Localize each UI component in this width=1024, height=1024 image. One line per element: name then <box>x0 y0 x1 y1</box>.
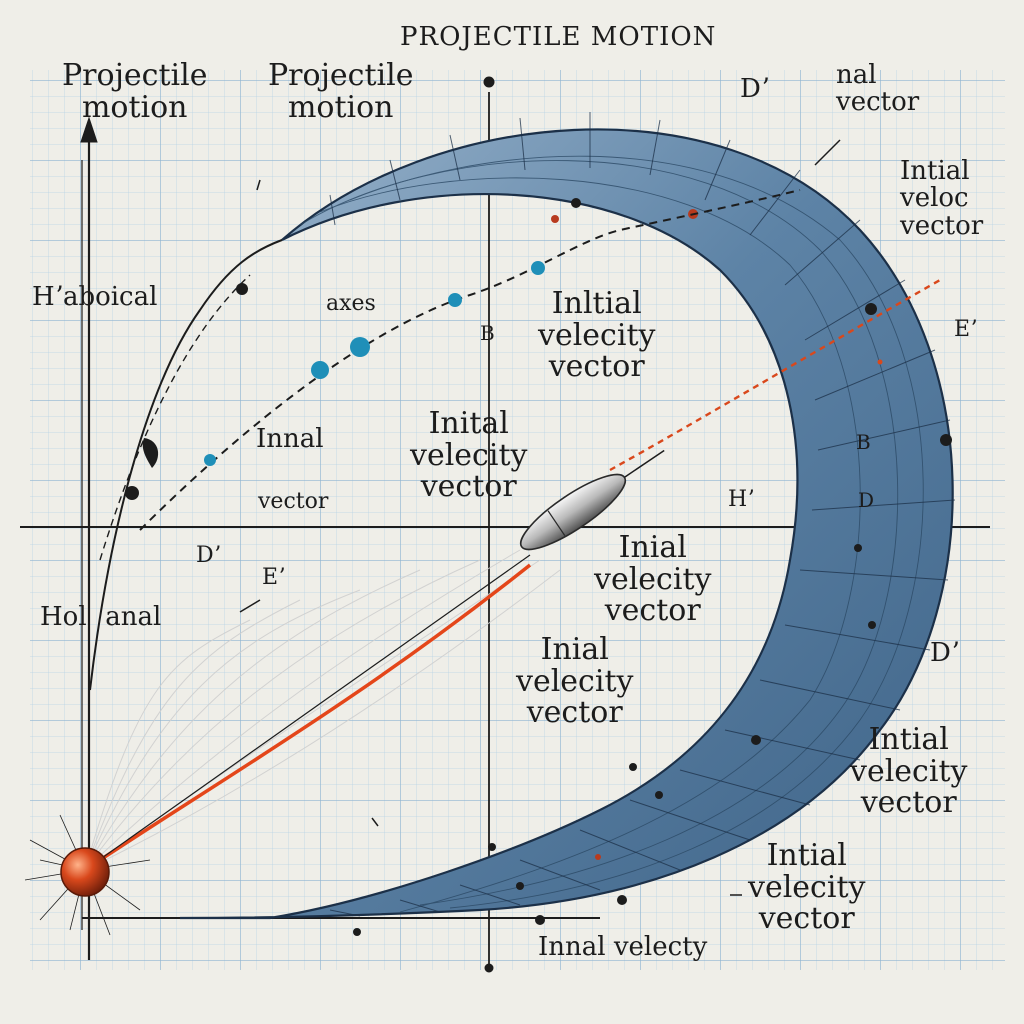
label-line: Inial <box>618 530 687 565</box>
label-line: velecity <box>748 869 866 905</box>
label-initial-velecity-right-b: Intial velecity vector <box>748 840 865 935</box>
red-trail <box>84 563 532 872</box>
arrow-up-icon <box>80 116 98 143</box>
band-mesh <box>299 155 924 913</box>
label-line: velecity <box>410 437 528 473</box>
label-line: vector <box>526 695 623 730</box>
label-axis-left: Hʼaboical <box>32 282 158 312</box>
label-line: vector <box>900 210 984 241</box>
label-d-right: Dʼ <box>930 638 960 668</box>
velocity-vector <box>609 278 941 472</box>
velocity-dashed <box>609 278 941 472</box>
label-line: Inial <box>540 632 609 667</box>
label-line: vector <box>548 349 645 384</box>
band-ribs <box>329 112 956 917</box>
trajectory-band <box>179 112 956 936</box>
label-initial-veloc: Intial veloc vector <box>900 156 984 241</box>
axis-top-dot <box>483 76 495 88</box>
label-line: velecity <box>850 753 968 789</box>
label-line: velecity <box>594 561 712 597</box>
label-initial-velecity-lower-b: Inial velecity vector <box>516 634 633 729</box>
label-line: velecity <box>538 317 656 353</box>
band-shape <box>179 128 954 920</box>
axis-bottom-dot <box>484 963 494 973</box>
label-line: velecity <box>516 663 634 699</box>
label-initial-velecity-middle: Inital velecity vector <box>410 408 527 503</box>
label-initial-velecity-right-a: Intial velecity vector <box>850 724 967 819</box>
band-markers <box>353 198 952 936</box>
label-d-mid: Dʼ <box>196 543 221 568</box>
label-initial-velecity-center: Inltial velecity vector <box>538 288 655 383</box>
trajectory-curve-left <box>89 239 283 691</box>
label-horizontal: Hol anal <box>40 602 162 632</box>
label-line: veloc <box>900 183 969 214</box>
label-line: vector <box>836 87 920 118</box>
label-line: Projectile <box>62 58 208 93</box>
label-line: Intial <box>868 722 949 757</box>
label-line: vector <box>758 901 855 936</box>
label-e-mid: Eʼ <box>262 565 286 590</box>
label-vector-inner: vector <box>258 489 329 514</box>
label-line: nal <box>836 60 877 90</box>
page-title: PROJECTILE MOTION <box>400 22 717 52</box>
trajectory-middle <box>139 189 801 531</box>
launch-line <box>84 554 531 871</box>
label-nal-vector: nal vector <box>836 60 920 118</box>
label-innal-velecty: Innal velecty <box>538 932 708 962</box>
label-projectile-motion-b: Projectile motion <box>268 60 413 123</box>
label-h-mid: Hʼ <box>728 487 755 512</box>
trajectory-dot <box>236 283 248 295</box>
label-line: vector <box>604 593 701 628</box>
label-line: vector <box>860 785 957 820</box>
rocket-icon <box>519 449 665 551</box>
label-line: Intial <box>900 156 970 186</box>
label-initial-velecity-lower-a: Inial velecity vector <box>594 532 711 627</box>
label-line: motion <box>81 89 188 125</box>
label-axes: axes <box>326 291 376 316</box>
label-line: vector <box>420 469 517 504</box>
leader-lines <box>239 139 841 896</box>
label-line: motion <box>287 89 394 125</box>
label-d-small: D <box>858 488 875 512</box>
label-line: Projectile <box>268 58 414 93</box>
ball-icon <box>60 847 110 897</box>
trajectory-dot <box>125 486 139 500</box>
label-e-right: Eʼ <box>954 317 978 342</box>
label-innal: Innal <box>256 424 324 454</box>
trajectory-drop <box>142 438 159 468</box>
label-d-top: Dʼ <box>740 74 770 104</box>
label-line: Intial <box>766 838 847 873</box>
label-projectile-motion-a: Projectile motion <box>62 60 207 123</box>
label-b-small: B <box>856 430 871 454</box>
trajectory-left <box>89 239 283 691</box>
label-b-center: B <box>480 321 495 345</box>
label-line: Inltial <box>551 286 642 321</box>
label-line: Inital <box>428 406 509 441</box>
